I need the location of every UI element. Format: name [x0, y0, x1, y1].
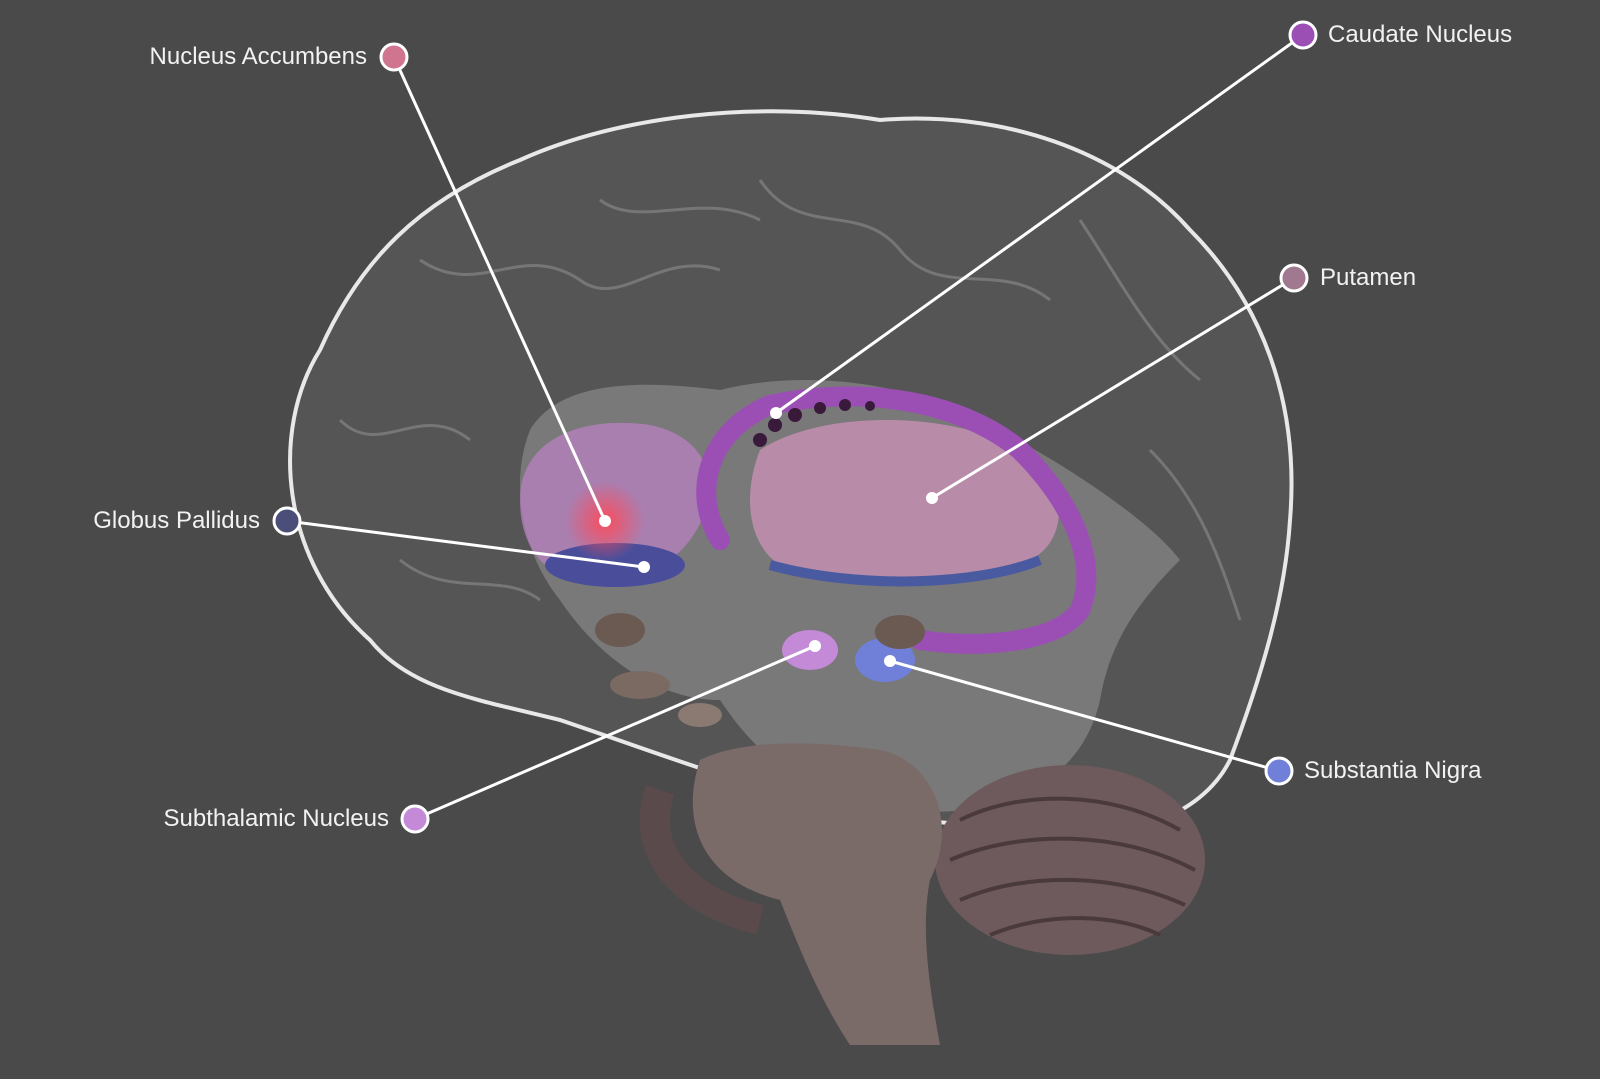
- substantia-nigra-marker[interactable]: [1264, 756, 1294, 786]
- subthalamic-shape: [782, 630, 838, 670]
- brainstem: [692, 743, 942, 1045]
- label-putamen: Putamen: [1320, 264, 1417, 291]
- globus-pallidus-shape: [545, 543, 685, 587]
- nucleus-accumbens-marker[interactable]: [379, 42, 409, 72]
- label-globus-pallidus: Globus Pallidus: [93, 507, 260, 534]
- caudate-shape: [696, 386, 1097, 654]
- caudate-nucleus-marker[interactable]: [1288, 20, 1318, 50]
- putamen-shape: [750, 420, 1059, 579]
- putamen-marker[interactable]: [1279, 263, 1309, 293]
- label-substantia-nigra: Substantia Nigra: [1304, 757, 1482, 784]
- gyri: [338, 179, 1242, 621]
- label-caudate-nucleus: Caudate Nucleus: [1328, 21, 1513, 48]
- subthalamic-nucleus-marker[interactable]: [400, 804, 430, 834]
- label-nucleus-accumbens: Nucleus Accumbens: [149, 43, 367, 70]
- label-subthalamic-nucleus: Subthalamic Nucleus: [163, 805, 389, 832]
- globus-pallidus-marker[interactable]: [272, 506, 302, 536]
- cerebellum: [935, 765, 1205, 955]
